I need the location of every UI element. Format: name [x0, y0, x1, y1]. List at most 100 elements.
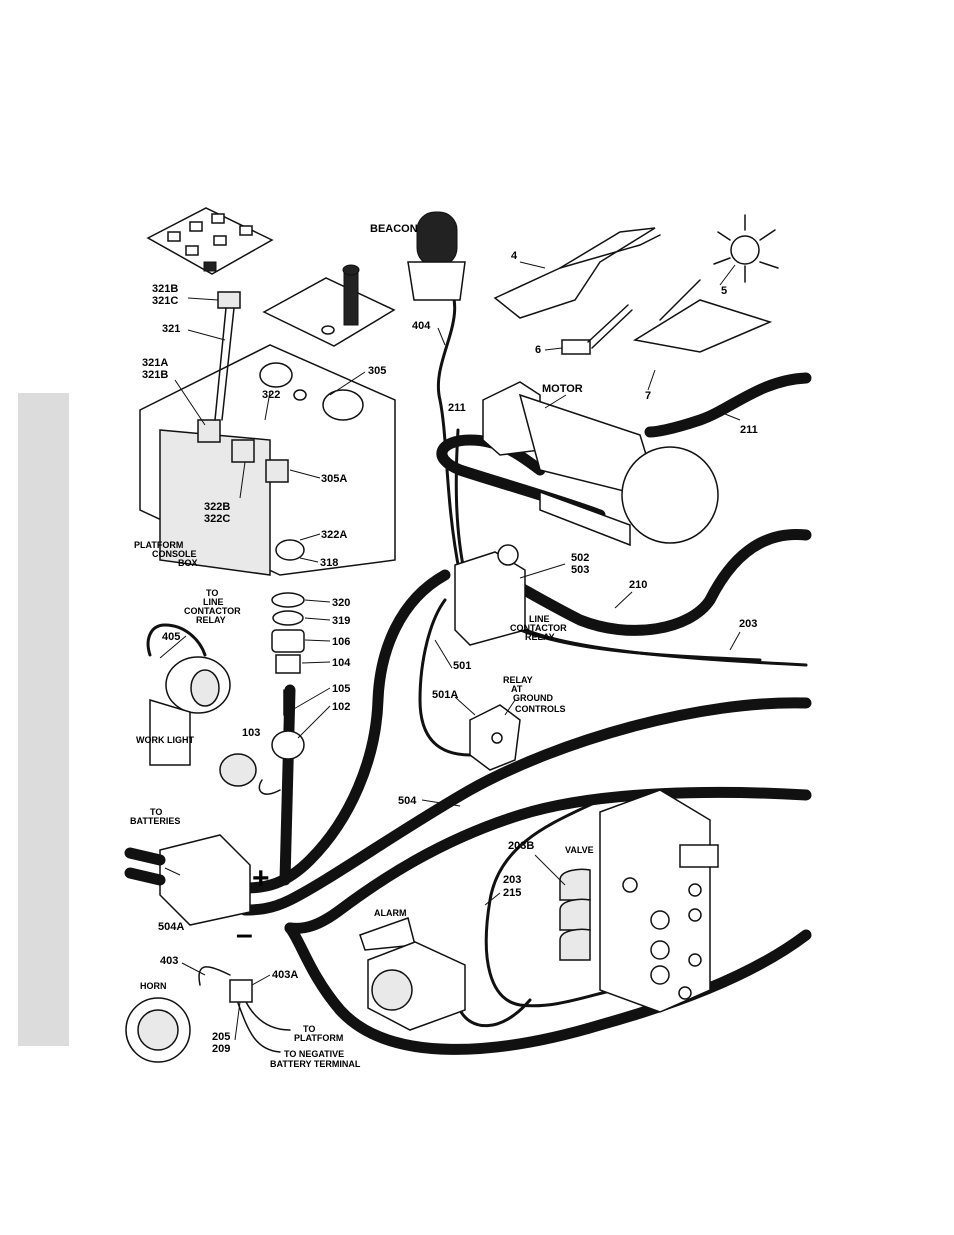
cable-504-lower [239, 697, 812, 916]
label-plus: + [252, 862, 270, 895]
wire-valve-harness [484, 798, 642, 1008]
wire-501 [418, 598, 472, 757]
alarm [359, 917, 466, 1031]
extraction-tool-5 [713, 214, 779, 283]
label-6: 6 [535, 344, 541, 356]
cable-210 [504, 528, 812, 636]
label-alarm: ALARM [374, 908, 407, 918]
crimp-tool-4 [493, 227, 661, 319]
label-relay-gc-2: AT [511, 684, 523, 694]
label-to-neg-1: TO NEGATIVE [284, 1049, 344, 1059]
label-minus: – [236, 918, 253, 951]
leader-lines [159, 261, 741, 1041]
wire-to-neg-terminal [237, 1002, 281, 1053]
joystick-plate [262, 264, 396, 347]
label-502: 502 [571, 552, 589, 564]
label-to-relay-1: TO [206, 588, 218, 598]
wire-211-lead [454, 428, 467, 577]
label-102: 102 [332, 701, 350, 713]
wire-404 [436, 280, 462, 577]
label-beacon: BEACON [370, 223, 418, 235]
label-103: 103 [242, 727, 260, 739]
label-403: 403 [160, 955, 178, 967]
label-to-platform-1: TO [303, 1024, 315, 1034]
heavy-cables [239, 372, 812, 1055]
label-321: 321 [162, 323, 180, 335]
label-504a: 504A [158, 921, 184, 933]
label-321a: 321A [142, 357, 168, 369]
label-501: 501 [453, 660, 471, 672]
label-322: 322 [262, 389, 280, 401]
insertion-tool-6 [561, 304, 633, 355]
label-318: 318 [320, 557, 338, 569]
battery-connector [124, 834, 251, 926]
label-relay-gc-4: CONTROLS [515, 704, 566, 714]
beacon [407, 211, 466, 301]
label-305a: 305A [321, 473, 347, 485]
label-203-2: 203 [503, 874, 521, 886]
label-205: 205 [212, 1031, 230, 1043]
label-4: 4 [511, 250, 518, 262]
label-valve: VALVE [565, 845, 594, 855]
label-to-neg-2: BATTERY TERMINAL [270, 1059, 361, 1069]
platform-console-box [139, 291, 396, 576]
label-319: 319 [332, 615, 350, 627]
wire-403 [198, 966, 231, 986]
label-321b-2: 321B [142, 369, 168, 381]
label-405: 405 [162, 631, 180, 643]
crimper-7 [632, 279, 773, 353]
wire-to-platform [244, 999, 291, 1031]
label-relay-gc-3: GROUND [513, 693, 553, 703]
label-to-batteries-1: TO [150, 807, 162, 817]
wire-alarm [458, 998, 532, 1028]
label-7: 7 [645, 390, 651, 402]
switch-decal-panel [146, 207, 274, 275]
label-321c: 321C [152, 295, 178, 307]
label-211-left: 211 [448, 402, 466, 414]
label-to-relay-2: LINE [203, 597, 224, 607]
label-lcr-2: CONTACTOR [510, 623, 567, 633]
wire-405 [146, 623, 207, 657]
cable-console-down [279, 684, 296, 886]
cable-battery-long [284, 786, 812, 934]
side-margin-bar [18, 393, 69, 1046]
label-lcr-1: LINE [529, 614, 550, 624]
label-322c: 322C [204, 513, 230, 525]
line-contactor-relay [454, 544, 526, 646]
label-lcr-3: RELAY [525, 632, 555, 642]
label-105: 105 [332, 683, 350, 695]
label-to-batteries-2: BATTERIES [130, 816, 180, 826]
label-504: 504 [398, 795, 417, 807]
label-203: 203 [739, 618, 757, 630]
label-to-relay-4: RELAY [196, 615, 226, 625]
label-503: 503 [571, 564, 589, 576]
horn [125, 979, 253, 1063]
label-320: 320 [332, 597, 350, 609]
ground-relay [469, 704, 521, 771]
label-console-1: PLATFORM [134, 540, 183, 550]
label-motor: MOTOR [542, 383, 583, 395]
label-209: 209 [212, 1043, 230, 1055]
callout-labels: BEACON MOTOR 321B 321C 321 321A 321B 322… [130, 223, 758, 1069]
label-106: 106 [332, 636, 350, 648]
label-horn: HORN [140, 981, 167, 991]
label-console-3: BOX [178, 558, 198, 568]
work-light [149, 656, 231, 766]
valve-block [559, 789, 719, 1013]
label-404: 404 [412, 320, 431, 332]
motor [482, 381, 719, 547]
estop-stack [219, 592, 305, 787]
label-work-light: WORK LIGHT [136, 735, 194, 745]
label-210: 210 [629, 579, 647, 591]
label-305: 305 [368, 365, 386, 377]
label-5: 5 [721, 285, 727, 297]
wire-103-tether [258, 779, 281, 795]
label-console-2: CONSOLE [152, 549, 197, 559]
label-322a: 322A [321, 529, 347, 541]
label-321b: 321B [152, 283, 178, 295]
cable-211-right [644, 372, 812, 438]
label-203b: 203B [508, 840, 534, 852]
label-104: 104 [332, 657, 351, 669]
label-relay-gc-1: RELAY [503, 675, 533, 685]
cable-bottom-loop [284, 922, 812, 1055]
